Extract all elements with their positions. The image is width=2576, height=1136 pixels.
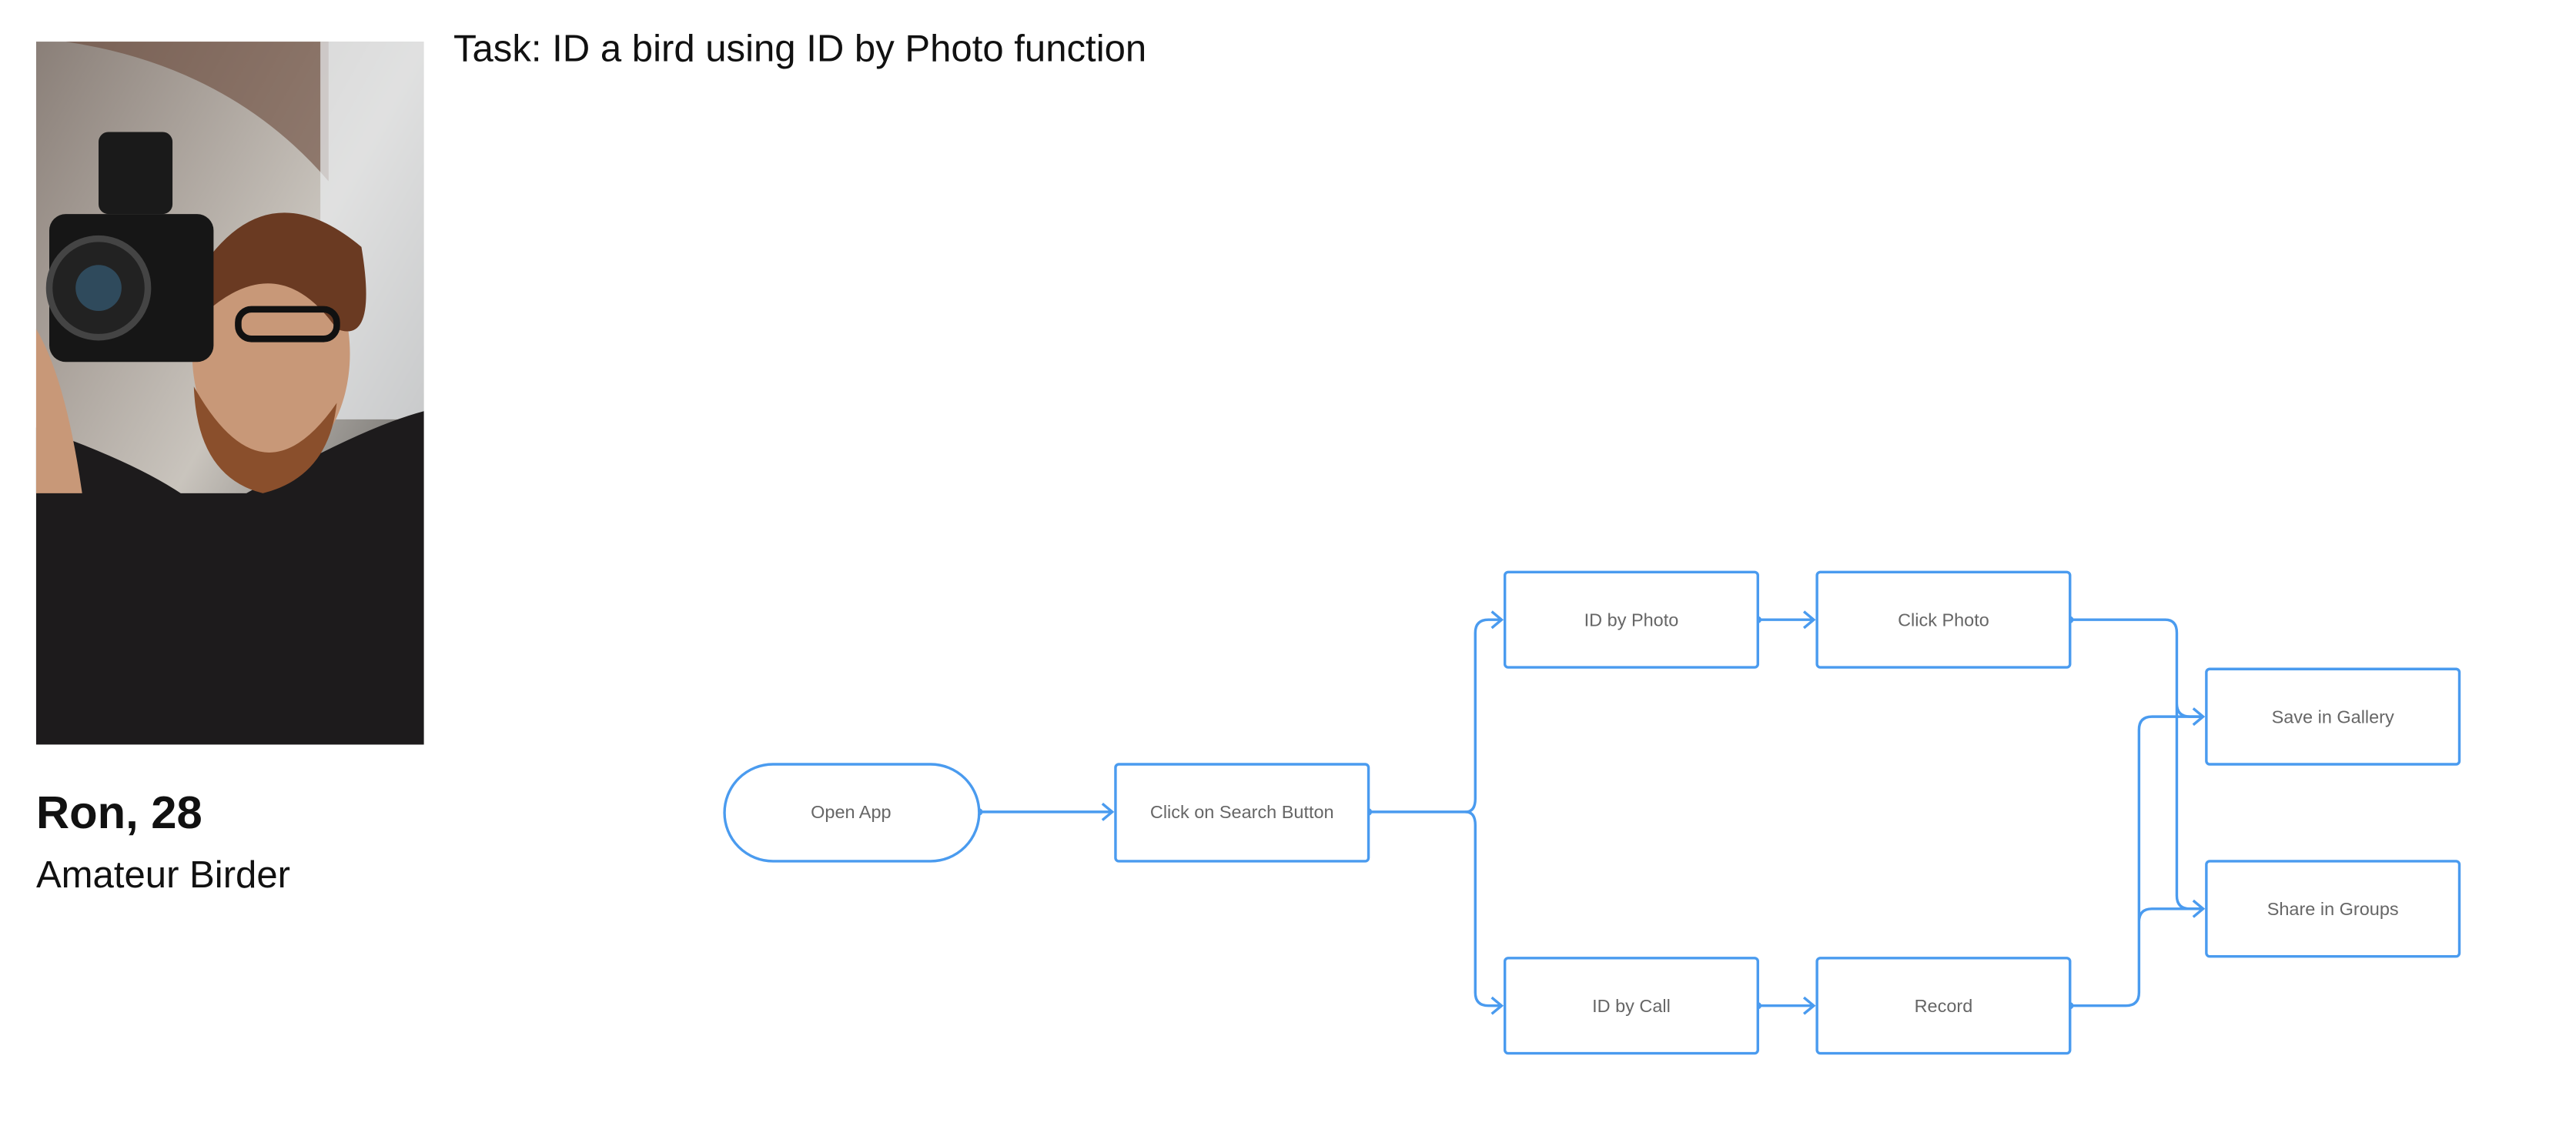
node-open-app[interactable]: Open App xyxy=(723,763,981,863)
node-share-groups[interactable]: Share in Groups xyxy=(2205,860,2461,958)
arrowhead xyxy=(1490,996,1504,1015)
node-label: ID by Photo xyxy=(1584,610,1679,630)
node-click-photo[interactable]: Click Photo xyxy=(1815,570,2072,669)
edge-record-to-outputs xyxy=(2069,715,2203,1007)
node-label: Click on Search Button xyxy=(1150,802,1334,822)
arrowhead xyxy=(1490,610,1504,630)
node-save-gallery[interactable]: Save in Gallery xyxy=(2205,667,2461,766)
arrowhead xyxy=(2192,707,2206,727)
node-id-by-photo[interactable]: ID by Photo xyxy=(1503,570,1760,669)
arrowhead xyxy=(1101,802,1115,821)
node-label: Share in Groups xyxy=(2267,899,2399,919)
node-label: ID by Call xyxy=(1592,996,1671,1016)
arrowhead xyxy=(2192,899,2206,918)
node-record[interactable]: Record xyxy=(1815,957,2072,1055)
node-label: Record xyxy=(1915,996,1973,1016)
edge-search-to-call xyxy=(1465,810,1502,1007)
persona-photo xyxy=(35,42,424,745)
persona-name: Ron, 28 xyxy=(36,787,202,838)
flow-edges xyxy=(975,610,2206,1015)
node-id-by-call[interactable]: ID by Call xyxy=(1503,957,1760,1055)
edge-click-to-outputs xyxy=(2069,618,2203,910)
node-label: Click Photo xyxy=(1898,610,1989,630)
persona-role: Amateur Birder xyxy=(36,854,290,896)
node-click-search[interactable]: Click on Search Button xyxy=(1114,763,1370,863)
node-label: Save in Gallery xyxy=(2272,707,2394,727)
edge-search-to-photo xyxy=(1368,618,1502,814)
task-title: Task: ID a bird using ID by Photo functi… xyxy=(453,28,1146,70)
node-label: Open App xyxy=(811,802,891,822)
arrowhead xyxy=(1802,996,1816,1015)
arrowhead xyxy=(1802,610,1816,630)
